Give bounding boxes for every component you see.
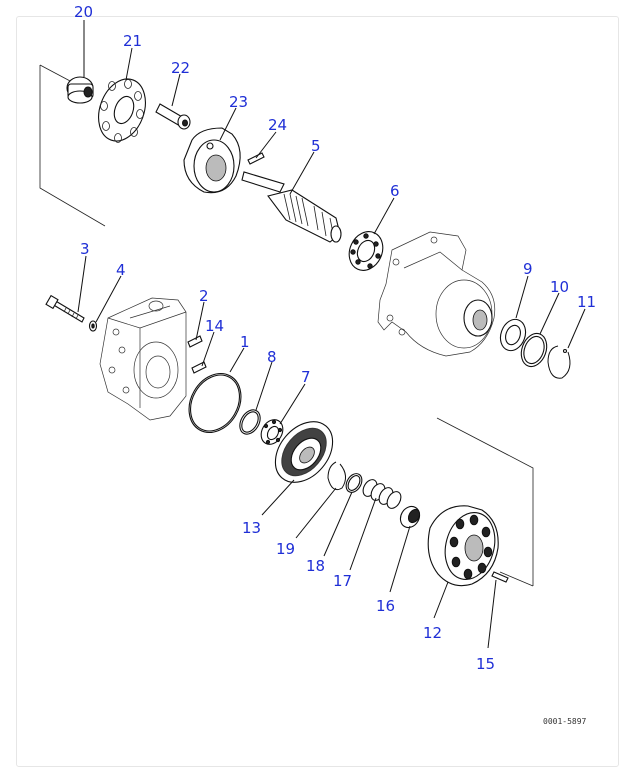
part-2-pin bbox=[187, 335, 203, 348]
callout-11: 11 bbox=[577, 293, 596, 311]
callout-18: 18 bbox=[306, 557, 325, 575]
callout-9: 9 bbox=[523, 260, 533, 278]
part-6-bearing bbox=[348, 231, 384, 271]
callout-22: 22 bbox=[171, 59, 190, 77]
part-13-bearing-plate bbox=[274, 421, 334, 483]
part-9-seal bbox=[499, 318, 527, 352]
part-10-ring bbox=[520, 332, 548, 368]
part-15-pin bbox=[491, 571, 509, 583]
callout-8: 8 bbox=[267, 348, 277, 366]
part-8-ring bbox=[239, 409, 261, 435]
part-1-o-ring bbox=[188, 373, 242, 433]
callout-7: 7 bbox=[301, 368, 311, 386]
callout-3: 3 bbox=[80, 240, 90, 258]
callout-14: 14 bbox=[205, 317, 224, 335]
callout-24: 24 bbox=[268, 116, 287, 134]
part-22-sleeve bbox=[155, 103, 191, 130]
callout-16: 16 bbox=[376, 597, 395, 615]
callout-labels: 20 21 22 23 24 5 6 3 4 2 14 1 8 7 9 10 1… bbox=[74, 3, 596, 673]
part-24-pin bbox=[247, 152, 265, 165]
part-20-bearing bbox=[66, 76, 94, 104]
leader-lines bbox=[77, 20, 586, 649]
part-4-washer bbox=[88, 320, 98, 332]
part-7-bearing bbox=[260, 419, 284, 445]
callout-19: 19 bbox=[276, 540, 295, 558]
callout-12: 12 bbox=[423, 624, 442, 642]
part-17-spring bbox=[362, 479, 402, 509]
callout-1: 1 bbox=[240, 333, 250, 351]
part-11-snap-ring bbox=[547, 345, 571, 379]
callout-6: 6 bbox=[390, 182, 400, 200]
callout-20: 20 bbox=[74, 3, 93, 21]
part-18-ring bbox=[345, 473, 363, 493]
callout-10: 10 bbox=[550, 278, 569, 296]
part-19-snap-ring bbox=[327, 461, 346, 491]
drawing-code: 0001-5897 bbox=[543, 717, 587, 726]
part-14-pin bbox=[191, 361, 207, 374]
lower-group-bracket bbox=[436, 417, 534, 586]
motor-case bbox=[377, 231, 496, 357]
callout-2: 2 bbox=[199, 287, 209, 305]
part-3-bolt bbox=[45, 294, 85, 323]
valve-body bbox=[99, 297, 187, 421]
callout-21: 21 bbox=[123, 32, 142, 50]
callout-4: 4 bbox=[116, 261, 126, 279]
part-23-swash-plate bbox=[183, 127, 241, 194]
part-5-shaft bbox=[241, 171, 342, 243]
callout-15: 15 bbox=[476, 655, 495, 673]
upper-guide-line bbox=[39, 64, 73, 83]
upper-group-bracket bbox=[39, 65, 106, 227]
callout-13: 13 bbox=[242, 519, 261, 537]
lower-guide-line bbox=[499, 571, 534, 587]
callout-17: 17 bbox=[333, 572, 352, 590]
callout-23: 23 bbox=[229, 93, 248, 111]
part-16-collar bbox=[399, 505, 421, 529]
part-12-cylinder-block bbox=[427, 505, 499, 587]
part-21-plate bbox=[98, 78, 146, 143]
assembly-guide-lines bbox=[39, 64, 534, 587]
callout-5: 5 bbox=[311, 137, 321, 155]
